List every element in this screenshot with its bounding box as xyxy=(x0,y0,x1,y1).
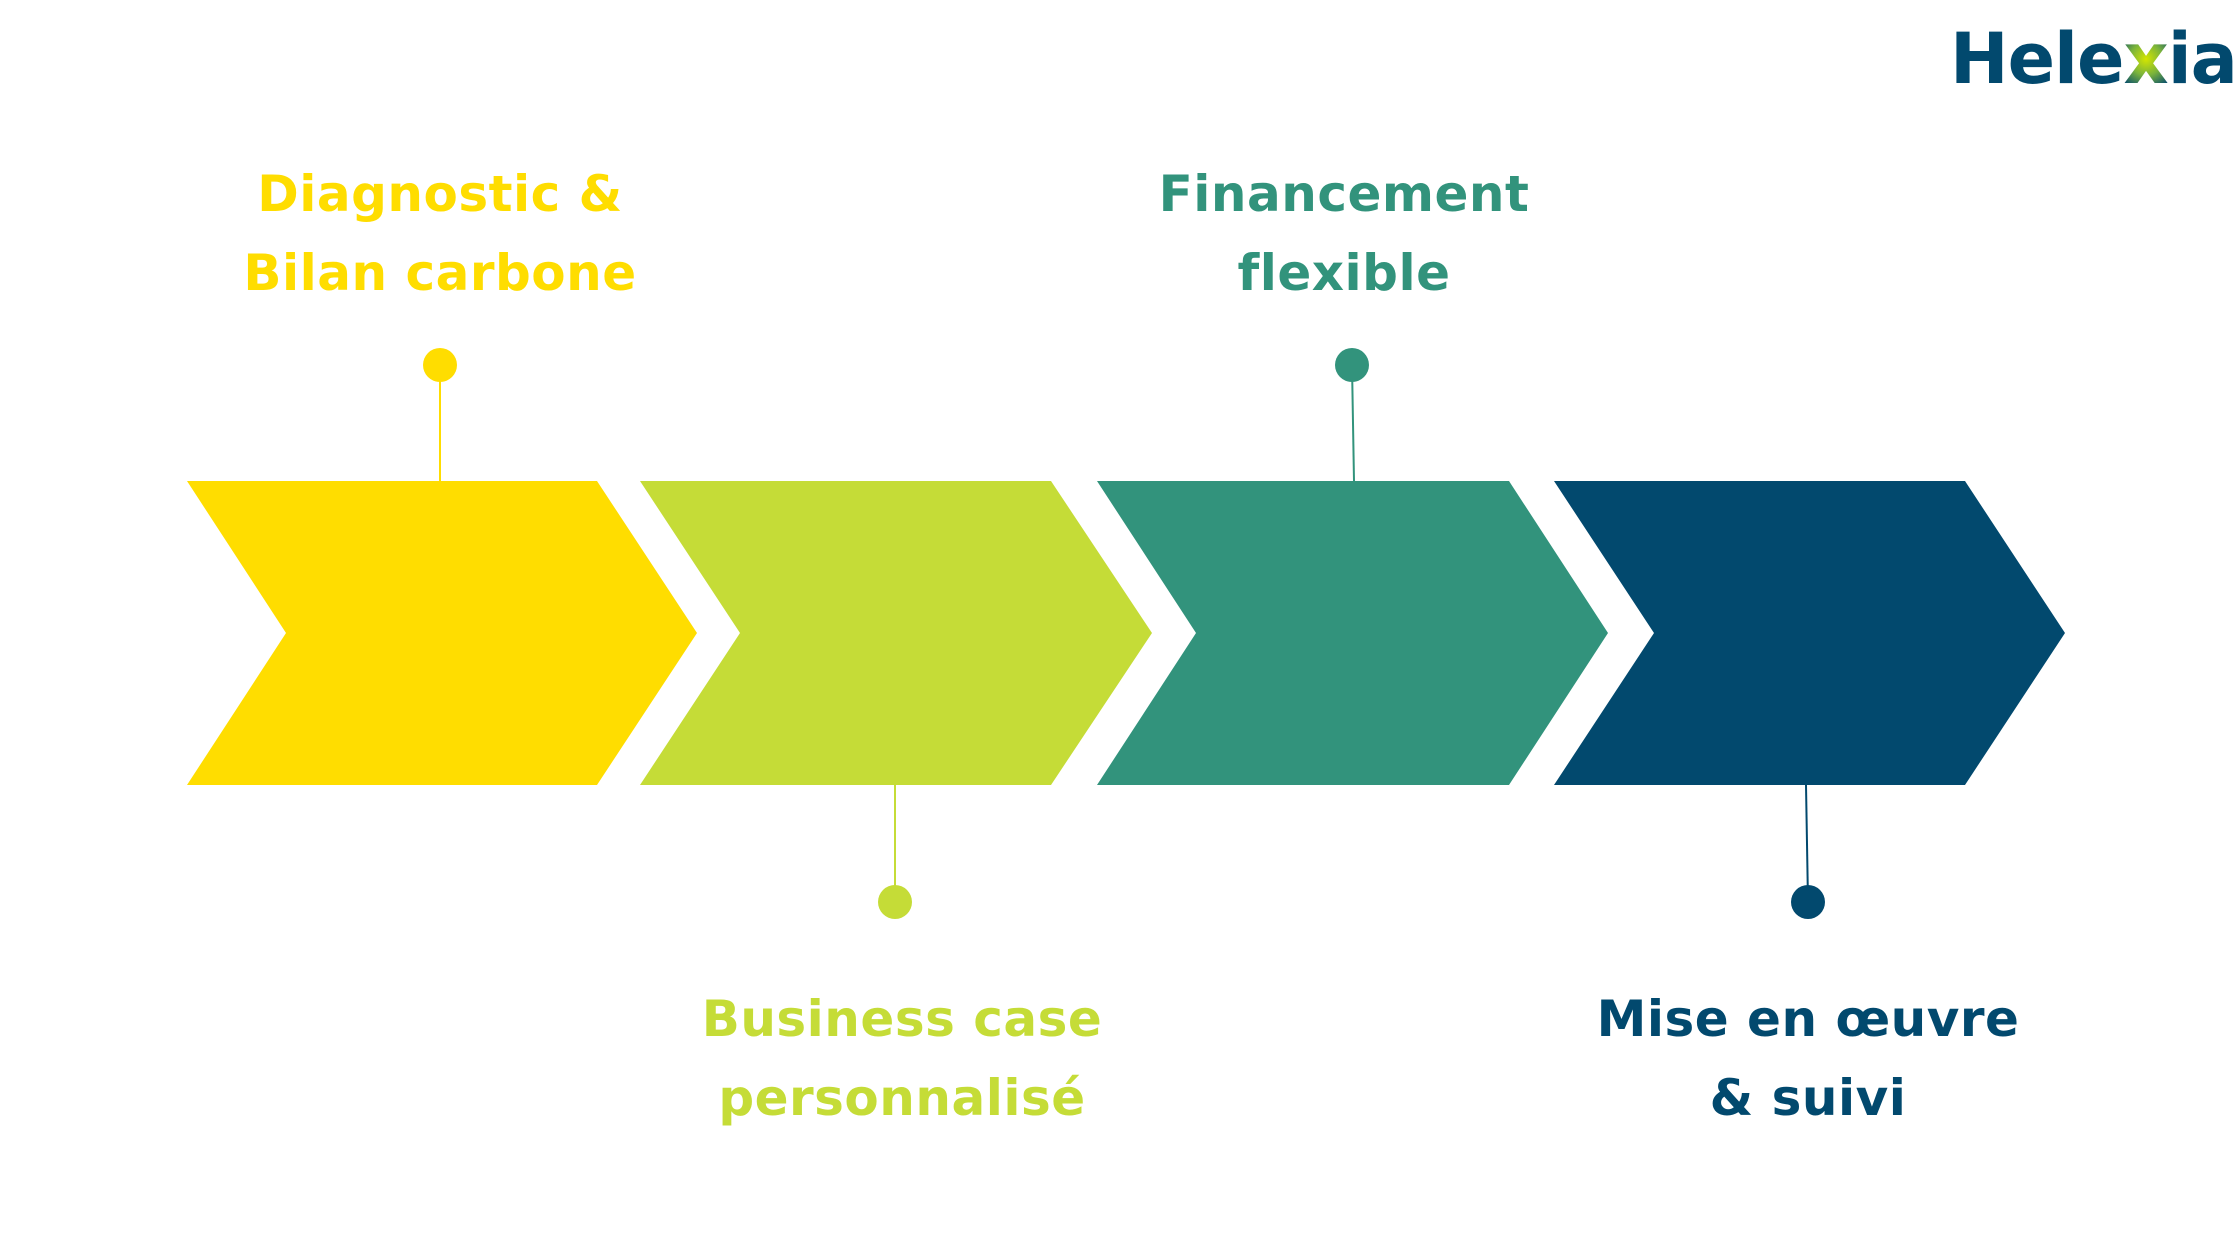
step-1-line-1: Diagnostic & xyxy=(257,165,623,223)
step-4-label: Mise en œuvre & suivi xyxy=(1548,980,2068,1138)
logo-x: x xyxy=(2123,18,2169,100)
dot-step-2 xyxy=(878,885,912,919)
logo-text-start: Hele xyxy=(1950,18,2125,100)
step-3-line-1: Financement xyxy=(1158,165,1530,223)
step-2-label: Business case personnalisé xyxy=(642,980,1162,1138)
logo-text-end: ia xyxy=(2167,18,2238,100)
dot-step-3 xyxy=(1335,348,1369,382)
step-3-line-2: flexible xyxy=(1237,244,1451,302)
chevron-step-3 xyxy=(1097,481,1608,785)
chevron-step-4 xyxy=(1554,481,2065,785)
chevron-step-1 xyxy=(187,481,697,785)
dot-step-4 xyxy=(1791,885,1825,919)
step-4-line-1: Mise en œuvre xyxy=(1596,990,2020,1048)
step-1-label: Diagnostic & Bilan carbone xyxy=(180,155,700,313)
connector-step-3 xyxy=(1351,364,1355,482)
step-1-line-2: Bilan carbone xyxy=(243,244,637,302)
step-2-line-2: personnalisé xyxy=(718,1069,1086,1127)
dot-step-1 xyxy=(423,348,457,382)
step-4-line-2: & suivi xyxy=(1709,1069,1907,1127)
step-3-label: Financement flexible xyxy=(1084,155,1604,313)
connector-step-4 xyxy=(1805,784,1809,903)
helexia-logo: Helexia xyxy=(1950,18,2238,100)
step-2-line-1: Business case xyxy=(701,990,1103,1048)
chevron-step-2 xyxy=(640,481,1152,785)
